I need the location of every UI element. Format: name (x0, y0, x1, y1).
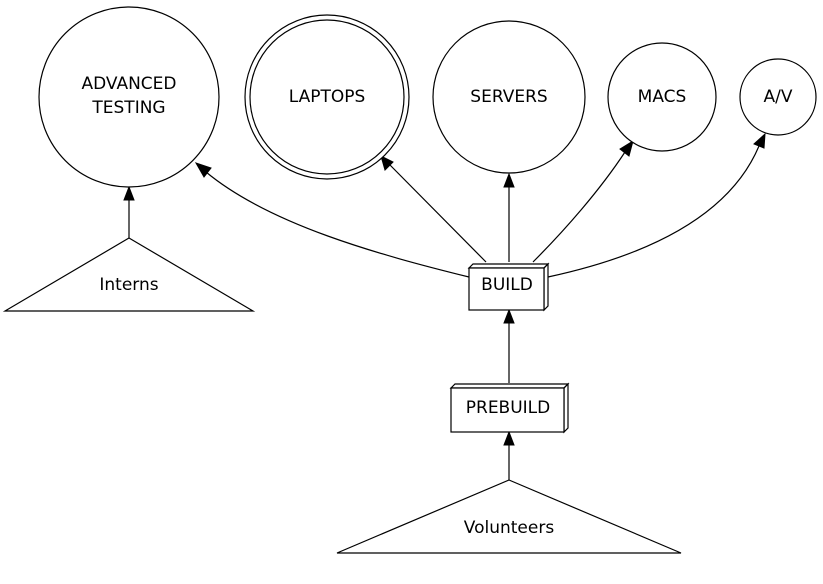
build-box-front (468, 267, 545, 311)
prebuild-label: PREBUILD (466, 398, 551, 418)
prebuild-box-front (450, 387, 565, 433)
laptops-inner-circle (249, 19, 405, 175)
servers-circle (432, 20, 586, 174)
interns-label: Interns (99, 275, 158, 295)
laptops-label: LAPTOPS (289, 87, 366, 107)
arrowhead-advanced-testing-from-build (194, 162, 212, 178)
edge-build-to-laptops (388, 163, 487, 263)
prebuild-box-top (449, 383, 570, 389)
arrowhead-macs-from-build (619, 139, 634, 157)
edge-build-to-av (547, 145, 760, 278)
arrowhead-advanced-testing-from-interns (123, 185, 135, 201)
interns-triangle (2, 237, 256, 312)
node-macs[interactable]: MACS (607, 42, 717, 152)
arrowhead-av-from-build (753, 132, 766, 149)
build-box-edge-line (543, 263, 549, 269)
arrowhead-servers-from-build (503, 172, 515, 188)
macs-label: MACS (638, 87, 687, 107)
prebuild-box-edge-line (563, 383, 569, 389)
edge-build-to-macs (532, 151, 626, 263)
node-advanced-testing[interactable]: ADVANCED TESTING (38, 6, 220, 188)
node-prebuild[interactable]: PREBUILD (449, 382, 570, 434)
node-build[interactable]: BUILD (467, 262, 550, 312)
advanced-testing-label-line2: TESTING (91, 98, 165, 118)
advanced-testing-label-line1: ADVANCED (81, 74, 176, 94)
edge-build-to-advanced-testing (205, 171, 470, 278)
node-interns[interactable]: Interns (2, 237, 256, 312)
servers-label: SERVERS (470, 87, 547, 107)
node-av[interactable]: A/V (739, 58, 817, 136)
volunteers-triangle (336, 479, 682, 554)
node-servers[interactable]: SERVERS (432, 20, 586, 174)
advanced-testing-circle (38, 6, 220, 188)
arrowhead-prebuild-from-volunteers (503, 430, 515, 446)
arrowhead-build-from-prebuild (503, 308, 515, 324)
volunteers-label: Volunteers (464, 518, 555, 538)
build-box-top (467, 263, 550, 269)
av-circle (739, 58, 817, 136)
build-label: BUILD (481, 275, 533, 295)
node-laptops[interactable]: LAPTOPS (244, 14, 410, 180)
arrowhead-laptops-from-build (380, 155, 394, 171)
node-volunteers[interactable]: Volunteers (336, 479, 682, 554)
edges (123, 132, 766, 480)
macs-circle (607, 42, 717, 152)
av-label: A/V (764, 87, 793, 107)
